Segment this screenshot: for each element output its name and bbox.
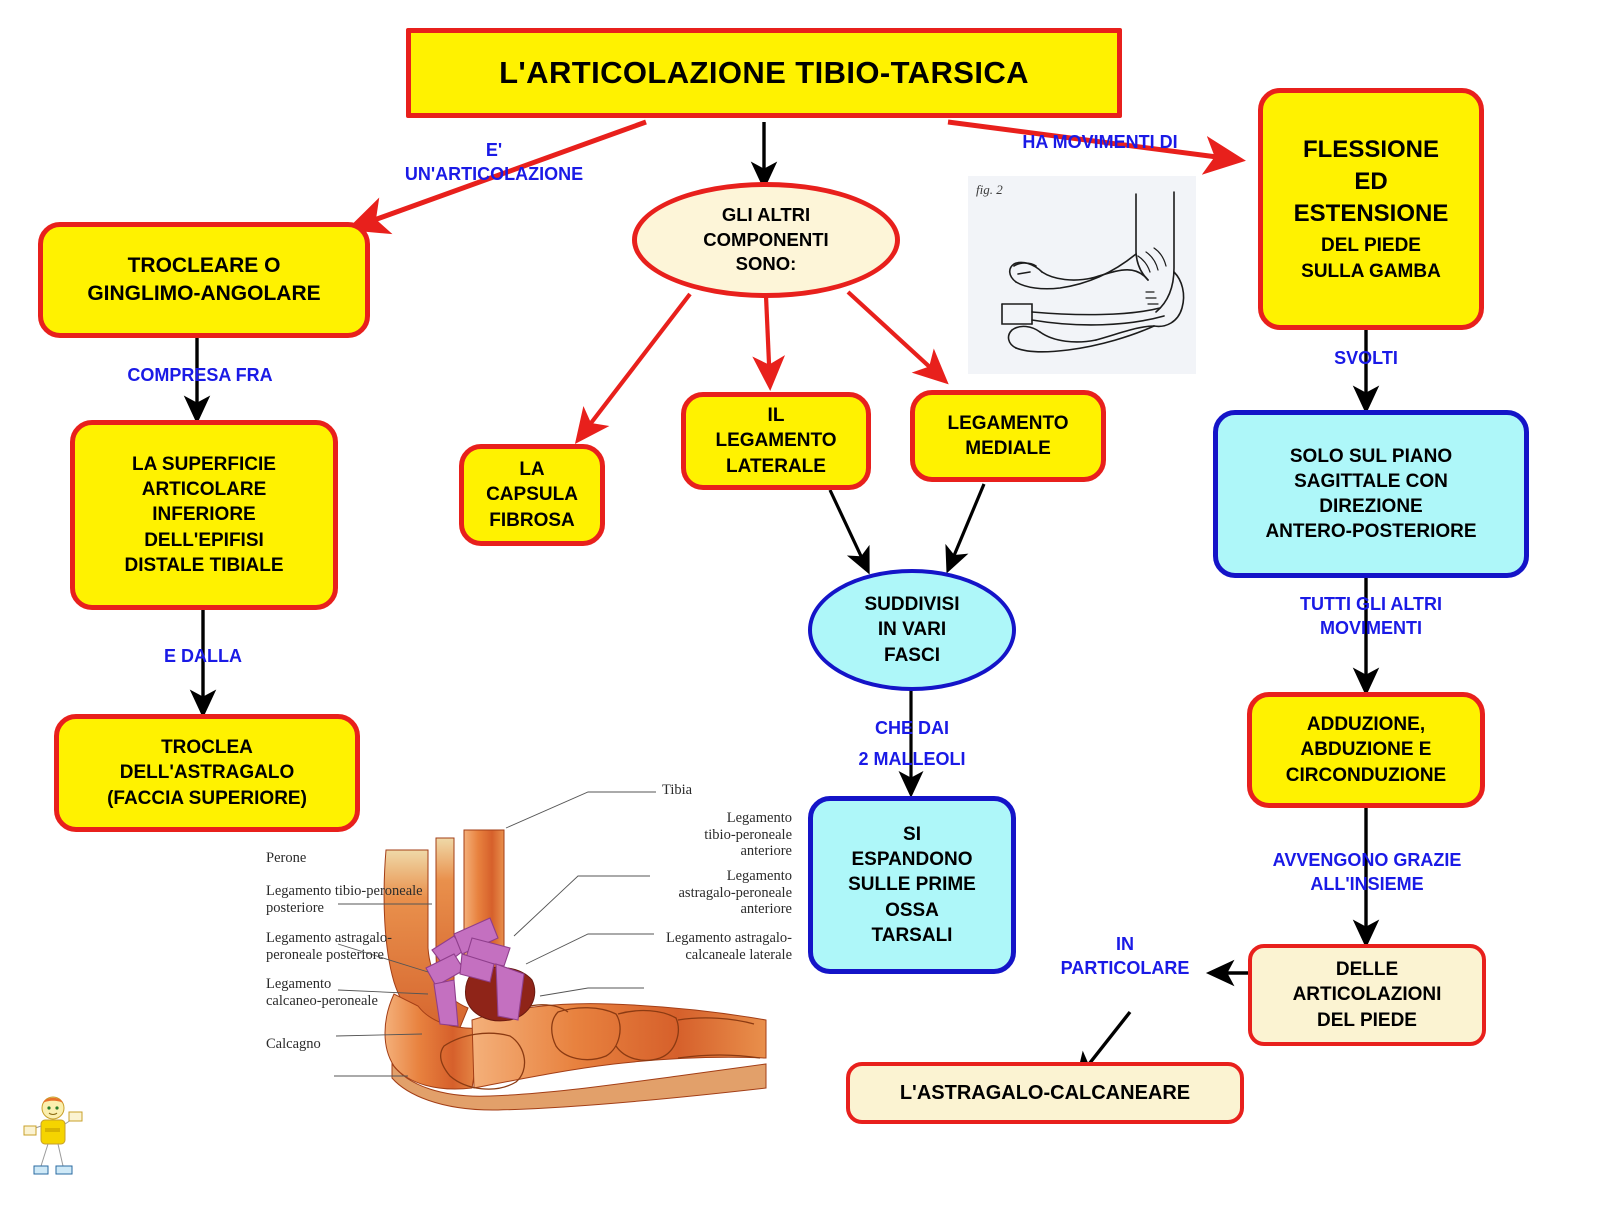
node-legamento-mediale[interactable]: LEGAMENTO MEDIALE [910, 390, 1106, 482]
anatomy-label-calcaneo-peroneale: Legamento calcaneo-peroneale [266, 976, 378, 1009]
edge-label-in-particolare: IN PARTICOLARE [1060, 934, 1190, 979]
node-piano-sagittale-text: SOLO SUL PIANO SAGITTALE CON DIREZIONE A… [1265, 445, 1477, 543]
node-suddivisi-fasci-text: SUDDIVISI IN VARI FASCI [864, 594, 960, 666]
mascot-figure [22, 1090, 84, 1182]
edge-label-avvengono-grazie: AVVENGONO GRAZIE ALL'INSIEME [1272, 850, 1462, 895]
figure-2-caption: fig. 2 [976, 182, 1003, 197]
node-altri-componenti-text: GLI ALTRI COMPONENTI SONO: [703, 204, 829, 275]
node-piano-sagittale[interactable]: SOLO SUL PIANO SAGITTALE CON DIREZIONE A… [1213, 410, 1529, 578]
edge-label-due-malleoli: 2 MALLEOLI [858, 749, 966, 769]
edge-laterale-to-suddivisi [828, 489, 870, 575]
edge-label-e-un-articolazione: E' UN'ARTICOLAZIONE [404, 140, 584, 185]
node-espandono-ossa-tarsali[interactable]: SI ESPANDONO SULLE PRIME OSSA TARSALI [808, 796, 1016, 974]
node-capsula-fibrosa-text: LA CAPSULA FIBROSA [486, 459, 578, 531]
edge-label-compresa-fra: COMPRESA FRA [127, 365, 273, 385]
node-trocleare-text: TROCLEARE O GINGLIMO-ANGOLARE [87, 254, 321, 305]
node-astragalo-calcaneare[interactable]: L'ASTRAGALO-CALCANEARE [846, 1062, 1244, 1124]
node-legamento-laterale-text: IL LEGAMENTO LATERALE [715, 405, 837, 477]
edge-label-svolti: SVOLTI [1334, 348, 1398, 368]
edge-componenti-to-leg-mediale [846, 290, 949, 385]
mascot-drawing [23, 1096, 83, 1175]
node-legamento-laterale[interactable]: IL LEGAMENTO LATERALE [681, 392, 871, 490]
node-suddivisi-fasci[interactable]: SUDDIVISI IN VARI FASCI [808, 569, 1016, 691]
edge-componenti-to-capsula [574, 292, 692, 444]
node-capsula-fibrosa[interactable]: LA CAPSULA FIBROSA [459, 444, 605, 546]
page-title-text: L'ARTICOLAZIONE TIBIO-TARSICA [499, 54, 1029, 90]
anatomy-label-tibia: Tibia [662, 782, 693, 798]
node-flessione-estensione-text: FLESSIONE ED ESTENSIONE [1293, 136, 1449, 227]
node-altri-componenti[interactable]: GLI ALTRI COMPONENTI SONO: [632, 182, 900, 298]
node-adduzione-abduzione-text: ADDUZIONE, ABDUZIONE E CIRCONDUZIONE [1285, 714, 1447, 786]
node-flessione-estensione-subtext: DEL PIEDE SULLA GAMBA [1301, 235, 1441, 282]
anatomy-label-astragalo-peroneale-post: Legamento astragalo- peroneale posterior… [266, 930, 393, 963]
edge-label-tutti-gli-altri-movimenti: TUTTI GLI ALTRI MOVIMENTI [1300, 594, 1442, 639]
node-flessione-estensione[interactable]: FLESSIONE ED ESTENSIONE DEL PIEDE SULLA … [1258, 88, 1484, 330]
edge-mediale-to-suddivisi [945, 483, 986, 574]
figure-2-drawing [1001, 191, 1185, 353]
node-superficie-articolare-text: LA SUPERFICIE ARTICOLARE INFERIORE DELL'… [124, 454, 284, 576]
node-astragalo-calcaneare-text: L'ASTRAGALO-CALCANEARE [899, 1081, 1191, 1104]
node-legamento-mediale-text: LEGAMENTO MEDIALE [947, 412, 1069, 459]
edge-label-ha-movimenti-di: HA MOVIMENTI DI [1022, 132, 1178, 152]
node-troclea-astragalo[interactable]: TROCLEA DELL'ASTRAGALO (FACCIA SUPERIORE… [54, 714, 360, 832]
edge-label-e-dalla: E DALLA [164, 646, 242, 666]
ankle-anatomy-drawing [334, 791, 767, 1111]
node-articolazioni-del-piede[interactable]: DELLE ARTICOLAZIONI DEL PIEDE [1248, 944, 1486, 1046]
node-troclea-astragalo-text: TROCLEA DELL'ASTRAGALO (FACCIA SUPERIORE… [107, 737, 307, 809]
anatomy-label-astragalo-calcaneale-lat: Legamento astragalo- calcaneale laterale [665, 930, 792, 963]
anatomy-label-astragalo-peroneale-ant: Legamento astragalo-peroneale anteriore [678, 868, 792, 918]
anatomy-label-calcagno: Calcagno [266, 1036, 321, 1052]
edge-label-che-dai: CHE DAI [874, 718, 949, 738]
node-articolazioni-del-piede-text: DELLE ARTICOLAZIONI DEL PIEDE [1292, 959, 1442, 1031]
page-title: L'ARTICOLAZIONE TIBIO-TARSICA [406, 28, 1122, 118]
node-adduzione-abduzione[interactable]: ADDUZIONE, ABDUZIONE E CIRCONDUZIONE [1247, 692, 1485, 808]
anatomy-label-tibio-peroneale-ant: Legamento tibio-peroneale anteriore [704, 810, 792, 860]
ankle-ligament-illustration: Perone Legamento tibio-peroneale posteri… [258, 758, 792, 1118]
edge-componenti-to-leg-laterale [752, 295, 786, 392]
anatomy-label-perone: Perone [266, 850, 307, 866]
anatomy-label-tibio-peroneale-post: Legamento tibio-peroneale posteriore [266, 883, 423, 916]
node-trocleare[interactable]: TROCLEARE O GINGLIMO-ANGOLARE [38, 222, 370, 338]
figure-2-foot-sketch: fig. 2 [968, 176, 1196, 374]
node-superficie-articolare[interactable]: LA SUPERFICIE ARTICOLARE INFERIORE DELL'… [70, 420, 338, 610]
node-espandono-ossa-tarsali-text: SI ESPANDONO SULLE PRIME OSSA TARSALI [848, 824, 976, 946]
